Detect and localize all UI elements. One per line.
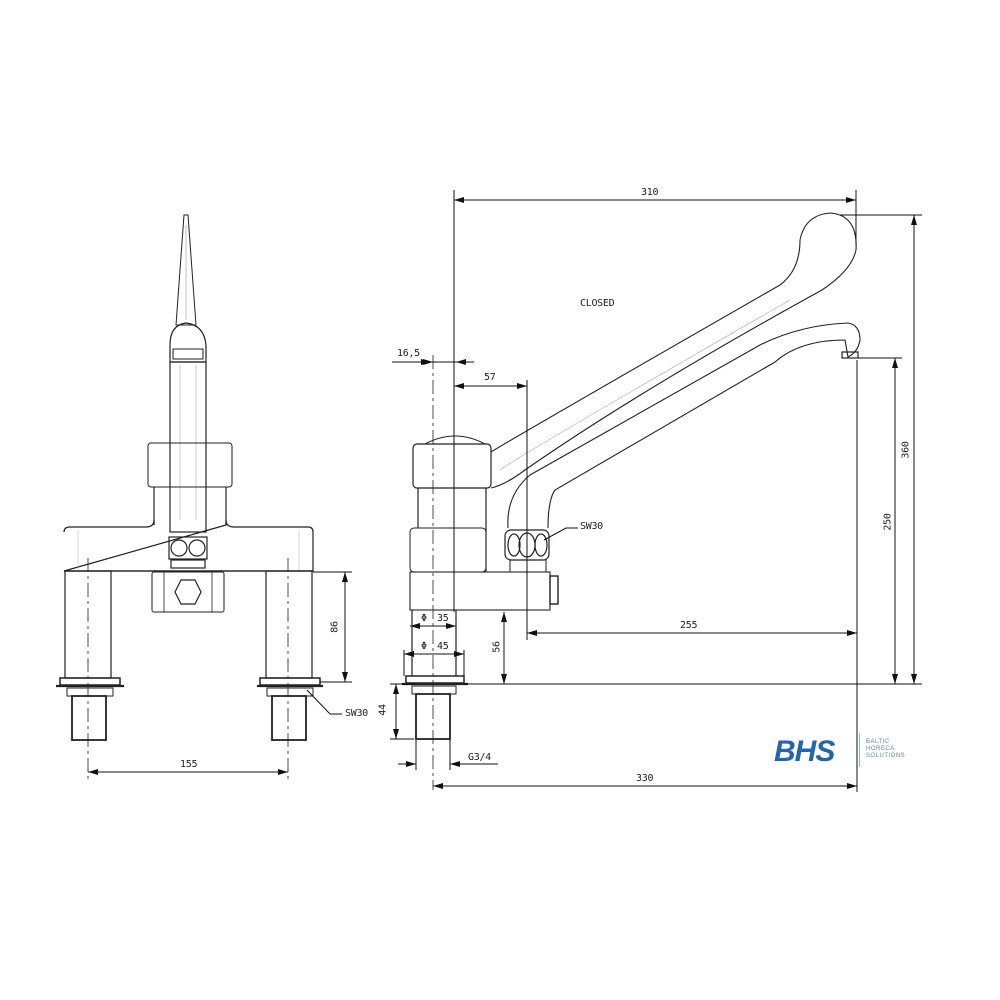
dim-overall-height: 360	[900, 441, 912, 459]
dim-side-wrench-size: SW30	[580, 521, 603, 532]
dim-spout-reach: 255	[680, 620, 698, 631]
bhs-logo: BHS BALTIC HORECA SOLUTIONS	[774, 733, 924, 769]
dim-front-wrench-size: SW30	[345, 708, 368, 719]
dim-diameter-outer: 45	[437, 641, 449, 652]
lever-side	[490, 212, 857, 489]
side-view-dimensions	[390, 190, 922, 792]
dim-thread-length: 44	[377, 704, 389, 716]
logo-tagline-line: SOLUTIONS	[866, 753, 906, 759]
front-view-dimensions	[88, 571, 352, 775]
diameter-symbol-outer: Φ	[421, 641, 427, 652]
dim-spout-height: 250	[882, 513, 894, 531]
logo-tagline: BALTIC HORECA SOLUTIONS	[866, 739, 905, 760]
side-view	[402, 212, 861, 790]
logo-tagline-line: BALTIC	[866, 739, 890, 745]
dim-body-height: 56	[491, 641, 503, 653]
dim-lever-reach: 310	[641, 187, 659, 198]
logo-tagline-line: HORECA	[866, 746, 895, 752]
dim-thread-size: G3/4	[468, 752, 491, 763]
bridge-body	[63, 519, 314, 572]
logo-mark: BHS	[774, 735, 835, 768]
lever-front	[175, 214, 197, 326]
spout-side	[507, 322, 861, 529]
dim-overall-reach: 330	[636, 773, 654, 784]
dim-offset-valve: 57	[484, 372, 496, 383]
front-view	[56, 214, 323, 780]
diameter-symbol-inner: Φ	[421, 613, 427, 624]
state-label: CLOSED	[580, 298, 615, 309]
dim-diameter-inner: 35	[437, 613, 449, 624]
dim-center-distance: 155	[180, 759, 198, 770]
dim-leg-height: 86	[329, 621, 341, 633]
logo-divider	[859, 733, 860, 767]
dim-offset-small: 16,5	[397, 348, 420, 359]
